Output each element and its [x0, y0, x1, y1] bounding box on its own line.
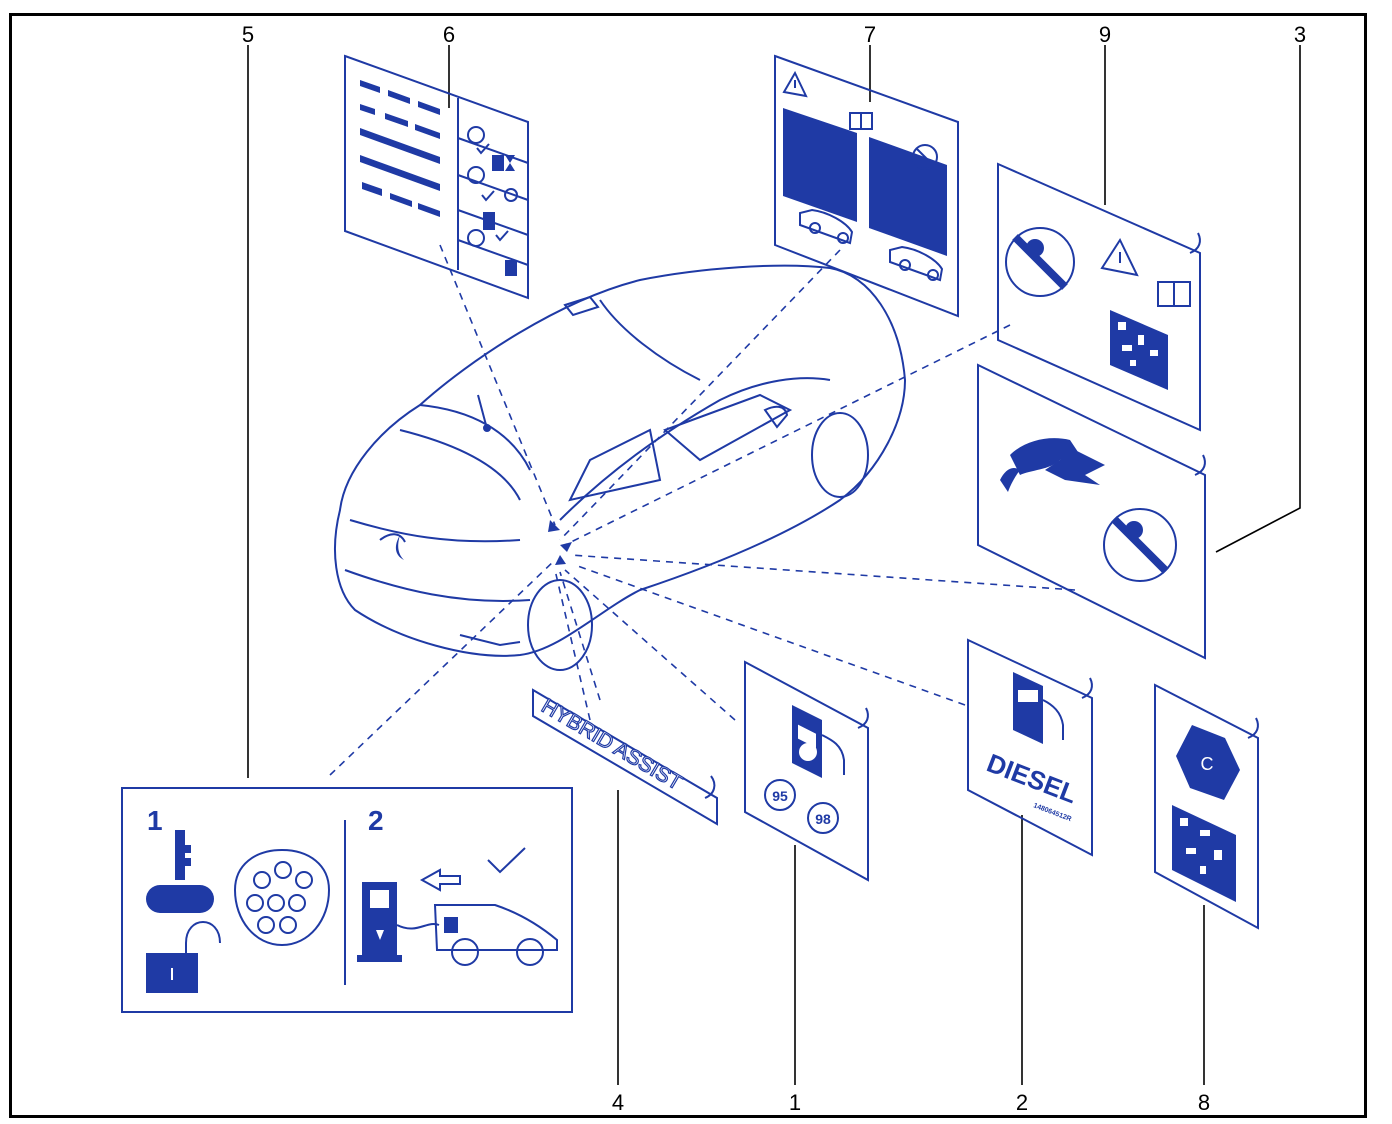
no-child-seat-icon: [912, 144, 938, 170]
charging-socket-icon: [233, 848, 331, 947]
fuel-pump-icon: [1013, 672, 1064, 744]
hand-electric-shock-icon: [1000, 438, 1105, 492]
car-icon: [433, 904, 558, 966]
octane-98-badge: [807, 802, 839, 834]
pointer-lines: [329, 244, 1076, 776]
warning-triangle-icon: [782, 70, 808, 98]
key-icon: [175, 830, 191, 880]
charging-cable-line: [396, 922, 440, 930]
label-3-battery-warning: [977, 363, 1206, 660]
label-5-charging-instructions: 1 2: [121, 787, 573, 1013]
callout-2: 2: [1016, 1090, 1028, 1115]
checkmark-icon: [487, 847, 526, 874]
callout-8: 8: [1198, 1090, 1210, 1115]
step-2-number: 2: [368, 805, 384, 836]
padlock-icon: [146, 921, 221, 993]
no-smoking-icon: [1005, 227, 1075, 297]
arrow-left-icon: [419, 868, 461, 892]
octane-98-text: 98: [815, 811, 831, 827]
step-1-number: 1: [147, 805, 163, 836]
brand-logo-icon: [395, 535, 404, 560]
critair-hexagon-icon: [1176, 725, 1240, 800]
label-7-airbag-warning: [774, 54, 959, 318]
callout-7: 7: [864, 22, 876, 47]
label-4-hybrid-assist: HYBRID ASSIST: [532, 688, 718, 826]
manual-book-icon: [849, 112, 873, 130]
callout-6: 6: [443, 22, 455, 47]
callout-4: 4: [612, 1090, 624, 1115]
label-6-tyre-pressure: [344, 54, 529, 300]
label-1-fuel-octane: 95 98: [744, 660, 869, 882]
callout-9: 9: [1099, 22, 1111, 47]
label-2-diesel: DIESEL 148064512R: [967, 638, 1093, 857]
diesel-text: DIESEL: [983, 748, 1082, 810]
diagram-frame: [9, 13, 1367, 1118]
no-smoking-icon: [1103, 508, 1177, 582]
label-9-airbag-deactivation: [997, 162, 1201, 432]
qr-code-icon: [1110, 310, 1168, 390]
callout-3: 3: [1294, 22, 1306, 47]
charging-station-icon: [357, 882, 402, 962]
warning-triangle-icon: [1100, 237, 1139, 277]
manual-book-icon: [1157, 281, 1191, 307]
label-8-critair: C: [1154, 683, 1259, 930]
car-icon: [799, 208, 944, 282]
fuel-pump-icon: [792, 705, 845, 778]
car-outline: [334, 264, 907, 671]
octane-95-badge: [764, 779, 796, 811]
hybrid-assist-text: HYBRID ASSIST: [537, 694, 686, 794]
callout-leaders: [247, 45, 1301, 1085]
charging-cable-icon: [146, 885, 214, 913]
callout-1: 1: [789, 1090, 801, 1115]
callout-5: 5: [242, 22, 254, 47]
critair-class: C: [1201, 754, 1214, 774]
octane-95-text: 95: [772, 788, 788, 804]
callout-numbers: 5 6 7 9 3 4 1 2 8: [242, 22, 1306, 1115]
qr-code-icon: [1172, 805, 1236, 902]
